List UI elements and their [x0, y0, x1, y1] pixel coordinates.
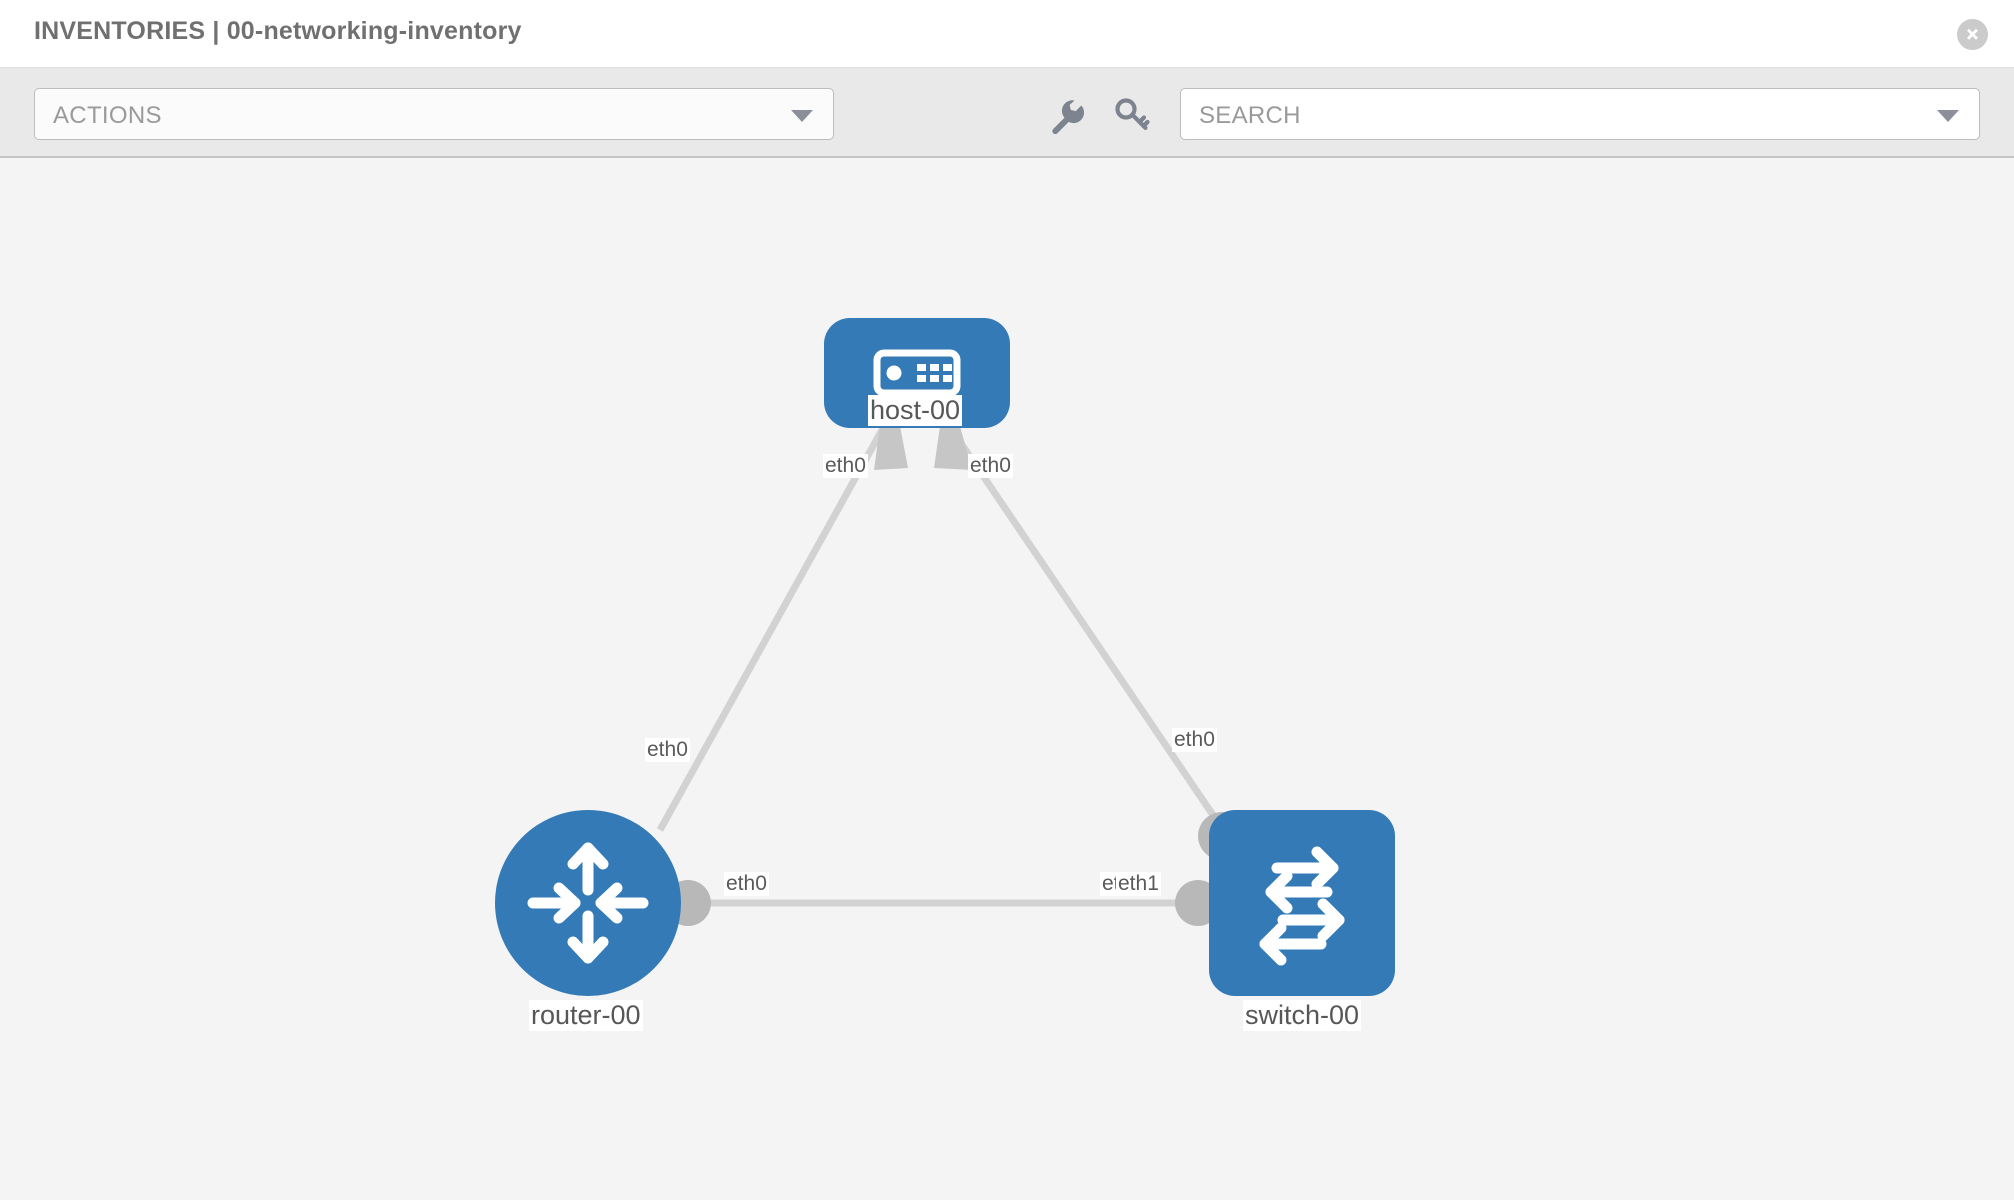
chevron-down-icon [791, 110, 813, 122]
wrench-icon[interactable] [1047, 96, 1085, 135]
topology-node-switch-00[interactable] [1209, 810, 1395, 996]
page-header: INVENTORIES | 00-networking-inventory [0, 0, 2014, 68]
key-icon[interactable] [1114, 96, 1152, 134]
topology-node-router-00[interactable] [495, 810, 681, 996]
port-host-left [874, 426, 908, 470]
link-host-switch [949, 428, 1218, 820]
chevron-down-icon[interactable] [1937, 110, 1959, 122]
link-host-router [656, 428, 886, 832]
toolbar: ACTIONS SEARCH [0, 68, 2014, 158]
page-title: INVENTORIES | 00-networking-inventory [34, 17, 522, 45]
port-host-right [934, 426, 972, 470]
server-device-icon [873, 349, 961, 397]
router-arrows-icon [527, 842, 649, 964]
switch-arrows-icon [1259, 846, 1345, 966]
search-input[interactable]: SEARCH [1180, 88, 1980, 140]
search-placeholder: SEARCH [1199, 102, 1301, 129]
actions-dropdown-label: ACTIONS [53, 102, 162, 129]
topology-node-host-00[interactable] [824, 318, 1010, 428]
close-icon[interactable] [1957, 19, 1988, 50]
topology-links-layer [656, 426, 1246, 926]
topology-canvas[interactable]: host-00 router-0 [0, 158, 2014, 1200]
actions-dropdown[interactable]: ACTIONS [34, 88, 834, 140]
